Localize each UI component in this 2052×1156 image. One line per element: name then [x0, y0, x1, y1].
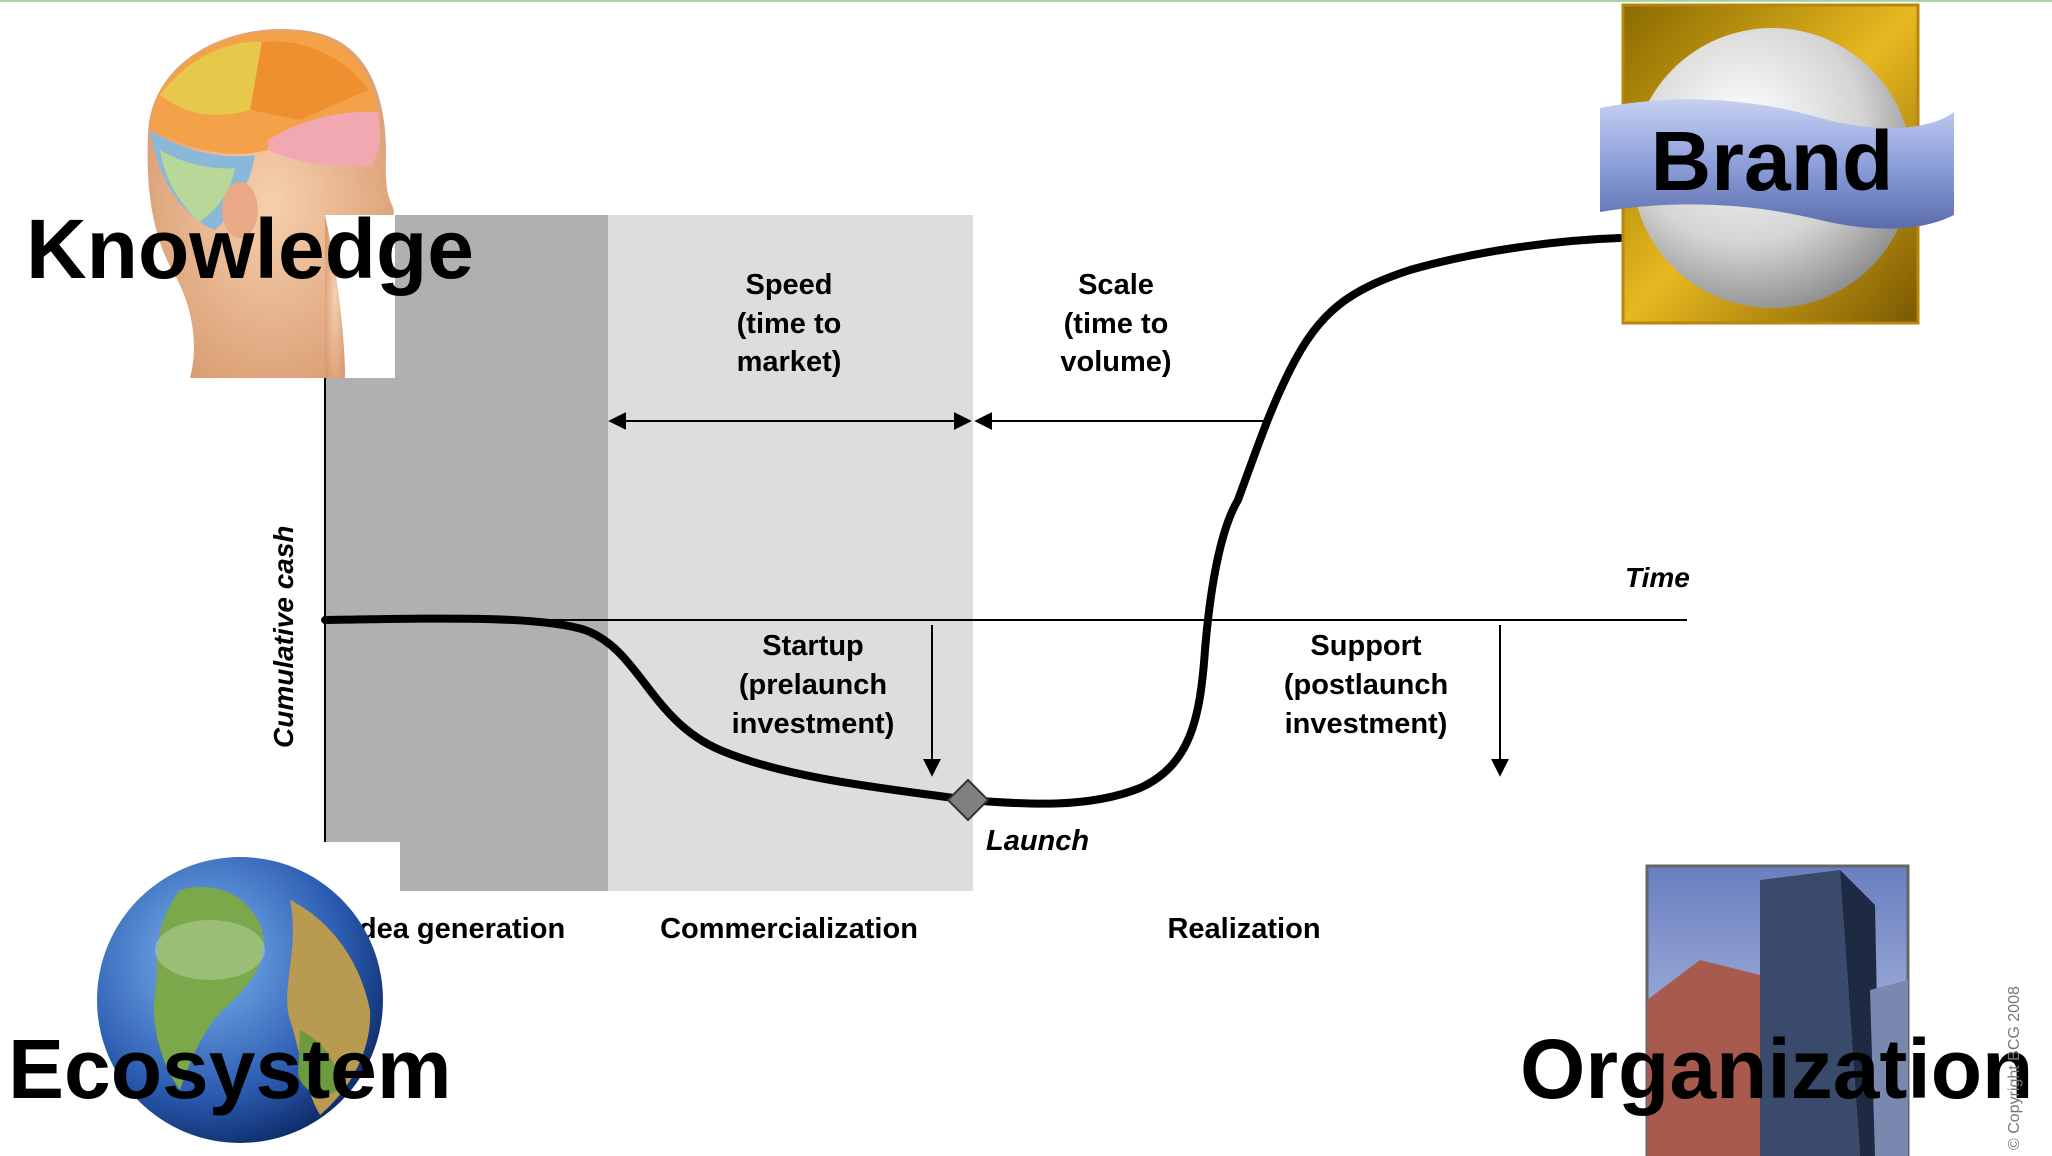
cumulative-cash-curve	[321, 234, 1624, 808]
phase-commercialization: Commercialization	[660, 913, 918, 945]
skyscraper-photo-icon	[1645, 864, 1910, 1156]
startup-label-3: investment)	[732, 708, 895, 740]
launch-label: Launch	[986, 825, 1089, 857]
scale-label-3: volume)	[1060, 346, 1171, 378]
ecosystem-label: Ecosystem	[8, 1022, 452, 1116]
startup-label-1: Startup	[762, 630, 864, 662]
brand-globe-ribbon-icon	[1600, 3, 1954, 325]
phase-realization: Realization	[1167, 913, 1320, 945]
commercialization-zone	[608, 215, 973, 891]
scale-label-2: (time to	[1064, 308, 1169, 340]
phase-idea-generation: Idea generation	[351, 913, 565, 945]
top-rule	[0, 0, 2052, 2]
support-label-2: (postlaunch	[1284, 669, 1448, 701]
startup-label-2: (prelaunch	[739, 669, 887, 701]
y-axis-label: Cumulative cash	[268, 525, 299, 748]
speed-label-1: Speed	[745, 269, 832, 301]
scale-label-1: Scale	[1078, 269, 1154, 301]
knowledge-label: Knowledge	[26, 202, 474, 296]
head-neck	[325, 215, 345, 378]
copyright-notice: © Copyright BCG 2008	[2006, 986, 2023, 1150]
globe-panel	[325, 842, 400, 891]
support-label-3: investment)	[1285, 708, 1448, 740]
time-axis-label: Time	[1625, 562, 1690, 593]
launch-marker	[946, 778, 990, 822]
earth-globe-icon	[97, 857, 383, 1143]
speed-label-2: (time to	[737, 308, 842, 340]
organization-label: Organization	[1520, 1022, 2033, 1116]
brand-label: Brand	[1651, 114, 1894, 208]
support-label-1: Support	[1310, 630, 1421, 662]
speed-label-3: market)	[737, 346, 842, 378]
